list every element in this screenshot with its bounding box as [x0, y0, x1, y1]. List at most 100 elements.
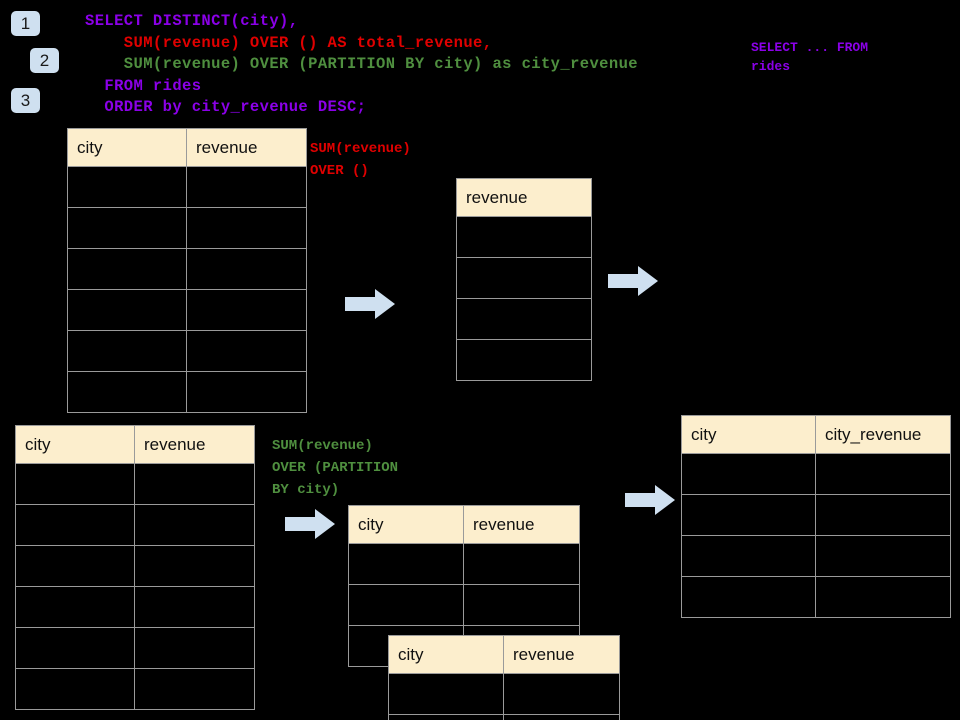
- cell-city-revenue: [815, 576, 951, 618]
- cell-city: [15, 545, 135, 587]
- table-row: [388, 673, 620, 715]
- cell-city: [348, 584, 464, 626]
- table-row: [681, 453, 951, 495]
- cell-city: [15, 627, 135, 669]
- arrow-source-to-total: [345, 289, 395, 319]
- column-header-city: city: [348, 505, 464, 544]
- cell-revenue: [186, 248, 307, 290]
- cell-revenue: [503, 714, 620, 720]
- table-header-row: city city_revenue: [681, 415, 951, 454]
- cell-revenue: [463, 543, 580, 585]
- table-row: [388, 714, 620, 720]
- column-header-revenue: revenue: [463, 505, 580, 544]
- cell-city: [67, 289, 187, 331]
- cell-city: [388, 714, 504, 720]
- step-badge-3: 3: [11, 88, 40, 113]
- cell-city: [15, 504, 135, 546]
- annotation-sum-over-partition-line2: OVER (PARTITION: [272, 460, 399, 476]
- cell-city: [681, 576, 816, 618]
- step-badge-1: 1: [11, 11, 40, 36]
- cell-revenue: [134, 627, 255, 669]
- table-header-row: city revenue: [67, 128, 307, 167]
- cell-revenue: [456, 257, 592, 299]
- sql-line-total-revenue: SUM(revenue) OVER () AS total_revenue,: [85, 33, 493, 52]
- table-header-row: revenue: [456, 178, 592, 217]
- cell-revenue: [186, 207, 307, 249]
- column-header-revenue: revenue: [134, 425, 255, 464]
- table-row: [681, 576, 951, 618]
- table-row: [67, 371, 307, 413]
- column-header-city-revenue: city_revenue: [815, 415, 951, 454]
- table-row: [456, 257, 592, 299]
- cell-revenue: [456, 298, 592, 340]
- cell-revenue: [186, 371, 307, 413]
- column-header-revenue: revenue: [503, 635, 620, 674]
- annotation-sum-over-partition-line3: BY city): [272, 482, 340, 498]
- table-row: [15, 668, 255, 710]
- table-header-row: city revenue: [388, 635, 620, 674]
- table-row: [456, 216, 592, 258]
- cell-city: [67, 248, 187, 290]
- table-row: [681, 494, 951, 536]
- table-row: [15, 463, 255, 505]
- cell-city: [15, 586, 135, 628]
- side-note-rides: rides: [751, 59, 791, 74]
- column-header-revenue: revenue: [456, 178, 592, 217]
- table-row: [67, 207, 307, 249]
- partition-group-table-front: city revenue: [388, 635, 620, 720]
- cell-revenue: [134, 586, 255, 628]
- annotation-sum-over-empty-line1: SUM(revenue): [310, 141, 411, 157]
- cell-city: [67, 166, 187, 208]
- cell-revenue: [134, 463, 255, 505]
- table-row: [681, 535, 951, 577]
- table-row: [15, 586, 255, 628]
- column-header-city: city: [388, 635, 504, 674]
- cell-city-revenue: [815, 453, 951, 495]
- table-row: [348, 543, 580, 585]
- arrow-source-to-partition: [285, 509, 335, 539]
- cell-revenue: [463, 584, 580, 626]
- cell-revenue: [456, 216, 592, 258]
- table-row: [15, 545, 255, 587]
- cell-revenue: [134, 545, 255, 587]
- arrow-total-to-result: [608, 266, 658, 296]
- table-row: [67, 330, 307, 372]
- cell-revenue: [186, 289, 307, 331]
- side-note-select-from: SELECT ... FROM: [751, 40, 869, 55]
- arrow-partition-to-result: [625, 485, 675, 515]
- table-header-row: city revenue: [348, 505, 580, 544]
- cell-city: [681, 453, 816, 495]
- table-row: [15, 504, 255, 546]
- annotation-sum-over-partition-line1: SUM(revenue): [272, 438, 373, 454]
- rides-source-table-top: city revenue: [67, 128, 307, 413]
- cell-revenue: [456, 339, 592, 381]
- sql-line-order-by: ORDER by city_revenue DESC;: [85, 98, 367, 116]
- rides-source-table-bottom: city revenue: [15, 425, 255, 710]
- table-row: [67, 248, 307, 290]
- cell-city-revenue: [815, 494, 951, 536]
- column-header-city: city: [681, 415, 816, 454]
- table-row: [456, 298, 592, 340]
- sql-line-select-distinct: SELECT DISTINCT(city),: [85, 12, 299, 30]
- cell-revenue: [134, 668, 255, 710]
- total-revenue-table: revenue: [456, 178, 592, 381]
- sql-line-city-revenue: SUM(revenue) OVER (PARTITION BY city) as…: [85, 55, 638, 73]
- cell-city: [67, 207, 187, 249]
- annotation-sum-over-empty-line2: OVER (): [310, 163, 369, 179]
- step-badge-2: 2: [30, 48, 59, 73]
- column-header-city: city: [67, 128, 187, 167]
- sql-line-from-rides: FROM rides: [85, 76, 202, 95]
- column-header-city: city: [15, 425, 135, 464]
- table-row: [67, 289, 307, 331]
- cell-revenue: [134, 504, 255, 546]
- cell-city: [15, 668, 135, 710]
- cell-city: [681, 494, 816, 536]
- cell-revenue: [186, 330, 307, 372]
- table-header-row: city revenue: [15, 425, 255, 464]
- cell-revenue: [186, 166, 307, 208]
- table-row: [348, 584, 580, 626]
- cell-city: [348, 543, 464, 585]
- cell-city: [681, 535, 816, 577]
- column-header-revenue: revenue: [186, 128, 307, 167]
